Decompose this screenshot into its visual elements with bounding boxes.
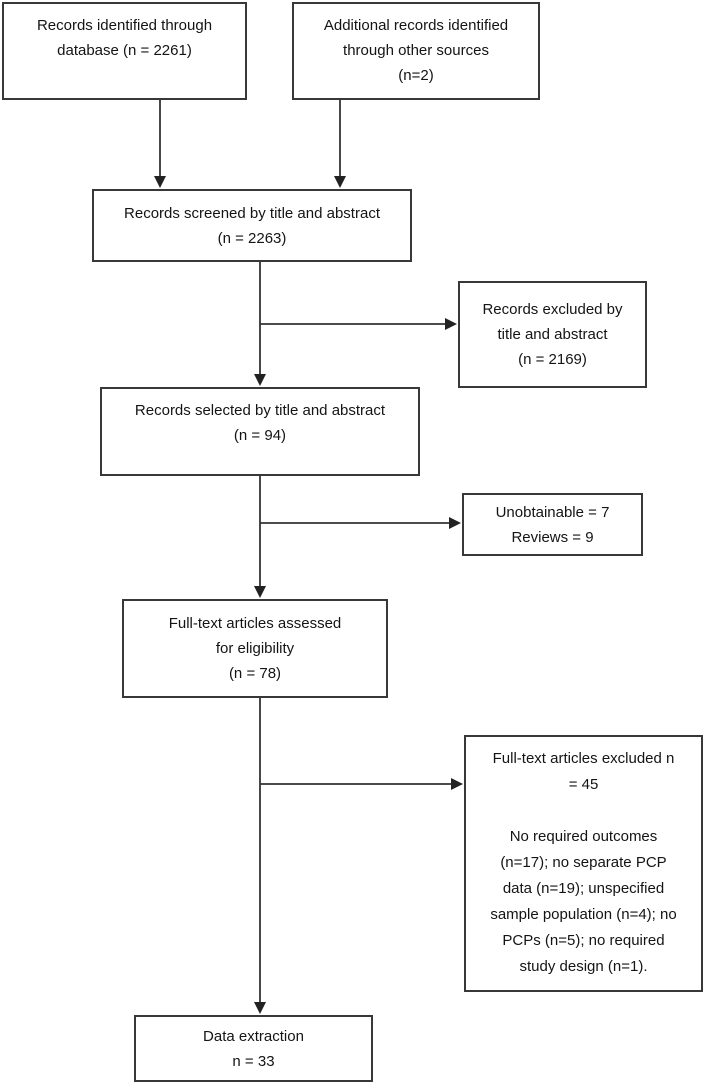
arrow-fulltext-to-excluded [260, 778, 463, 790]
arrow-other-sources-to-screened [334, 100, 346, 188]
arrow-screened-to-excluded [260, 318, 457, 330]
node-records-screened: Records screened by title and abstract (… [92, 189, 412, 262]
arrow-database-to-screened [154, 100, 166, 188]
node-fulltext-assessed: Full-text articles assessed for eligibil… [122, 599, 388, 698]
arrow-fulltext-to-extraction [254, 698, 266, 1014]
node-data-extraction: Data extraction n = 33 [134, 1015, 373, 1082]
arrow-screened-to-selected [254, 262, 266, 386]
node-fulltext-excluded-reasons: Full-text articles excluded n = 45 No re… [464, 735, 703, 992]
node-records-identified-database: Records identified through database (n =… [2, 2, 247, 100]
node-records-excluded-title-abstract: Records excluded by title and abstract (… [458, 281, 647, 388]
arrow-selected-to-fulltext [254, 476, 266, 598]
node-additional-records-other-sources: Additional records identified through ot… [292, 2, 540, 100]
node-records-selected: Records selected by title and abstract (… [100, 387, 420, 476]
node-unobtainable-reviews: Unobtainable = 7 Reviews = 9 [462, 493, 643, 556]
arrow-selected-to-unobtainable [260, 517, 461, 529]
